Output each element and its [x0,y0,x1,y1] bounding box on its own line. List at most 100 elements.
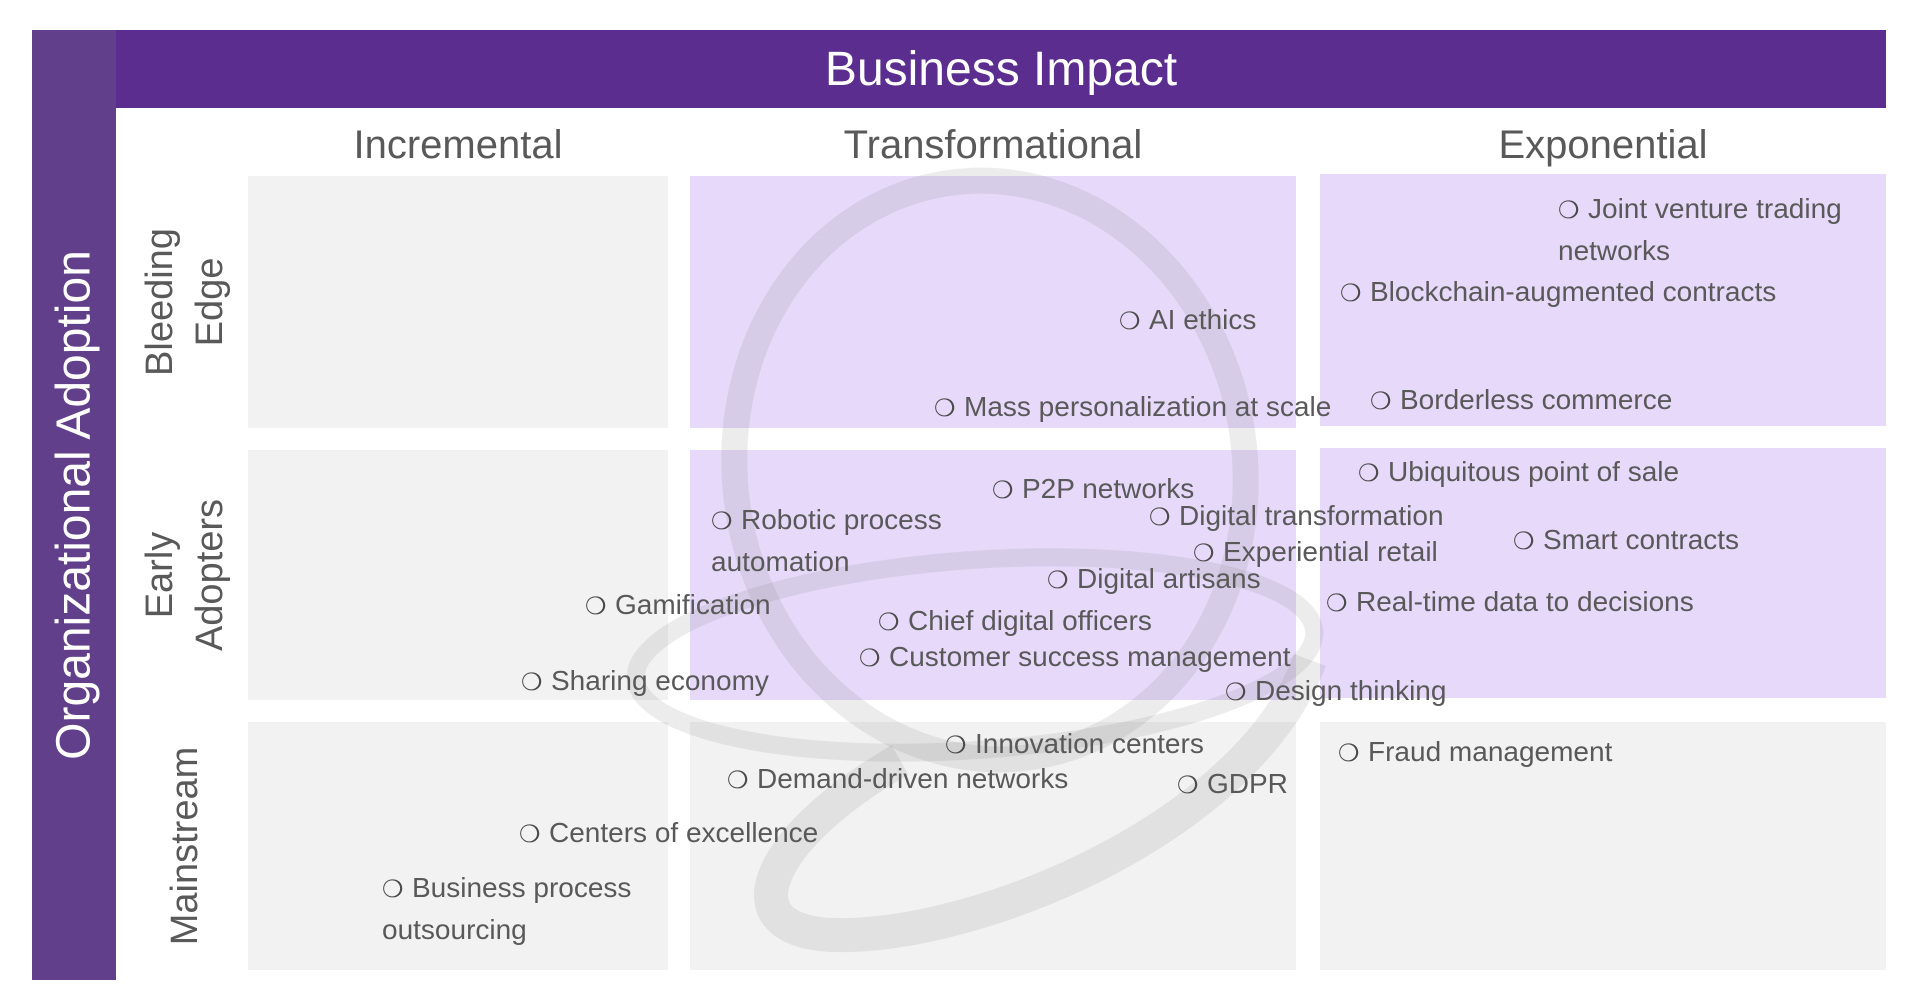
item-gdpr: ❍ GDPR [1177,764,1288,806]
item-label: Digital artisans [1077,563,1261,594]
bullet-circle-icon: ❍ [945,732,967,759]
bullet-circle-icon: ❍ [878,609,900,636]
cell-incremental-early-adopters [248,450,668,700]
header-title: Business Impact [824,42,1178,96]
item-fraud-management: ❍ Fraud management [1338,732,1612,774]
bullet-circle-icon: ❍ [1358,460,1380,487]
item-label: Business process [412,872,632,903]
item-smart-contracts: ❍ Smart contracts [1513,520,1739,562]
bullet-circle-icon: ❍ [1149,504,1171,531]
item-label: Centers of excellence [549,817,819,848]
bullet-circle-icon: ❍ [992,477,1014,504]
row-label-line1: Early [139,531,181,619]
item-label: Joint venture trading [1588,193,1842,224]
item-p2p-networks: ❍ P2P networks [992,469,1194,511]
item-label: Innovation centers [975,728,1204,759]
item-innovation-centers: ❍ Innovation centers [945,724,1204,766]
item-real-time-data-to-decisions: ❍ Real-time data to decisions [1326,582,1694,624]
item-label: Blockchain-augmented contracts [1370,276,1777,307]
cell-transformational-mainstream [690,722,1296,970]
row-label-line2: Edge [189,257,231,347]
side-axis-title-text: Organizational Adoption [47,250,101,760]
cell-transformational-early-adopters [690,450,1296,700]
item-business-process-outsourcing: ❍ Business process outsourcing [382,868,631,950]
item-label: P2P networks [1022,473,1195,504]
item-label: Mass personalization at scale [964,391,1332,422]
item-digital-transformation: ❍ Digital transformation [1149,496,1444,538]
item-label: GDPR [1207,768,1288,799]
item-joint-venture-trading-networks: ❍Joint venture trading networks [1558,189,1842,271]
item-label: Experiential retail [1223,536,1438,567]
item-label: Borderless commerce [1400,384,1673,415]
cell-exponential-early-adopters [1320,448,1886,698]
bullet-circle-icon: ❍ [585,593,607,620]
side-axis-bar: Organizational Adoption [32,30,116,980]
row-header-mainstream: Mainstream [130,722,240,970]
bullet-circle-icon: ❍ [521,669,543,696]
bullet-circle-icon: ❍ [1177,772,1199,799]
item-centers-of-excellence: ❍ Centers of excellence [519,813,818,855]
bullet-circle-icon: ❍ [711,508,733,535]
cell-incremental-mainstream [248,722,668,970]
item-label: Demand-driven networks [757,763,1069,794]
bullet-circle-icon: ❍ [934,395,956,422]
item-label: Robotic process [741,504,942,535]
item-label: Digital transformation [1179,500,1444,531]
bullet-circle-icon: ❍ [1119,308,1141,335]
cell-transformational-bleeding-edge [690,176,1296,428]
column-header-exponential: Exponential [1498,122,1708,167]
bullet-circle-icon: ❍ [1047,567,1069,594]
item-label: Real-time data to decisions [1356,586,1694,617]
item-label: Fraud management [1368,736,1613,767]
bullet-circle-icon: ❍ [1193,540,1215,567]
item-digital-artisans: ❍ Digital artisans [1047,559,1261,601]
item-customer-success-management: ❍ Customer success management [859,637,1291,679]
item-label: Customer success management [889,641,1291,672]
row-label-line1: Mainstream [164,746,206,946]
bullet-circle-icon: ❍ [859,645,881,672]
item-chief-digital-officers: ❍ Chief digital officers [878,601,1152,643]
cell-exponential-mainstream [1320,722,1886,970]
row-label-line2: Adopters [189,498,231,652]
bullet-circle-icon: ❍ [382,876,404,903]
item-gamification: ❍Gamification [585,585,771,627]
item-sharing-economy: ❍ Sharing economy [521,661,769,703]
item-experiential-retail: ❍ Experiential retail [1193,532,1438,574]
item-ubiquitous-point-of-sale: ❍ Ubiquitous point of sale [1358,452,1679,494]
item-label-line2: automation [711,546,850,577]
bullet-circle-icon: ❍ [1513,528,1535,555]
item-borderless-commerce: ❍ Borderless commerce [1370,380,1672,422]
item-label: Smart contracts [1543,524,1740,555]
column-header-transformational: Transformational [843,122,1143,167]
bullet-circle-icon: ❍ [519,821,541,848]
item-mass-personalization-at-scale: ❍ Mass personalization at scale [934,387,1331,429]
item-label: Design thinking [1255,675,1447,706]
item-label: Ubiquitous point of sale [1388,456,1680,487]
column-header-incremental: Incremental [353,122,563,167]
side-axis-title: Organizational Adoption [32,30,116,980]
row-label-line1: Bleeding [139,228,181,376]
item-ai-ethics: ❍ AI ethics [1119,300,1256,342]
item-demand-driven-networks: ❍ Demand-driven networks [727,759,1068,801]
cell-incremental-bleeding-edge [248,176,668,428]
item-label: Sharing economy [551,665,769,696]
header-bar: Business Impact [116,30,1886,108]
bullet-circle-icon: ❍ [1338,740,1360,767]
bullet-circle-icon: ❍ [1225,679,1247,706]
item-robotic-process-automation: ❍ Robotic process automation [711,500,942,582]
item-design-thinking: ❍ Design thinking [1225,671,1446,713]
cell-exponential-bleeding-edge [1320,174,1886,426]
bullet-circle-icon: ❍ [1558,197,1580,224]
row-header-mainstream-text: Mainstream [160,747,210,946]
item-blockchain-augmented-contracts: ❍Blockchain-augmented contracts [1340,272,1776,314]
item-label-line2: outsourcing [382,914,527,945]
item-label: AI ethics [1149,304,1257,335]
bullet-circle-icon: ❍ [727,767,749,794]
bullet-circle-icon: ❍ [1370,388,1392,415]
item-label: Chief digital officers [908,605,1152,636]
bullet-circle-icon: ❍ [1326,590,1348,617]
